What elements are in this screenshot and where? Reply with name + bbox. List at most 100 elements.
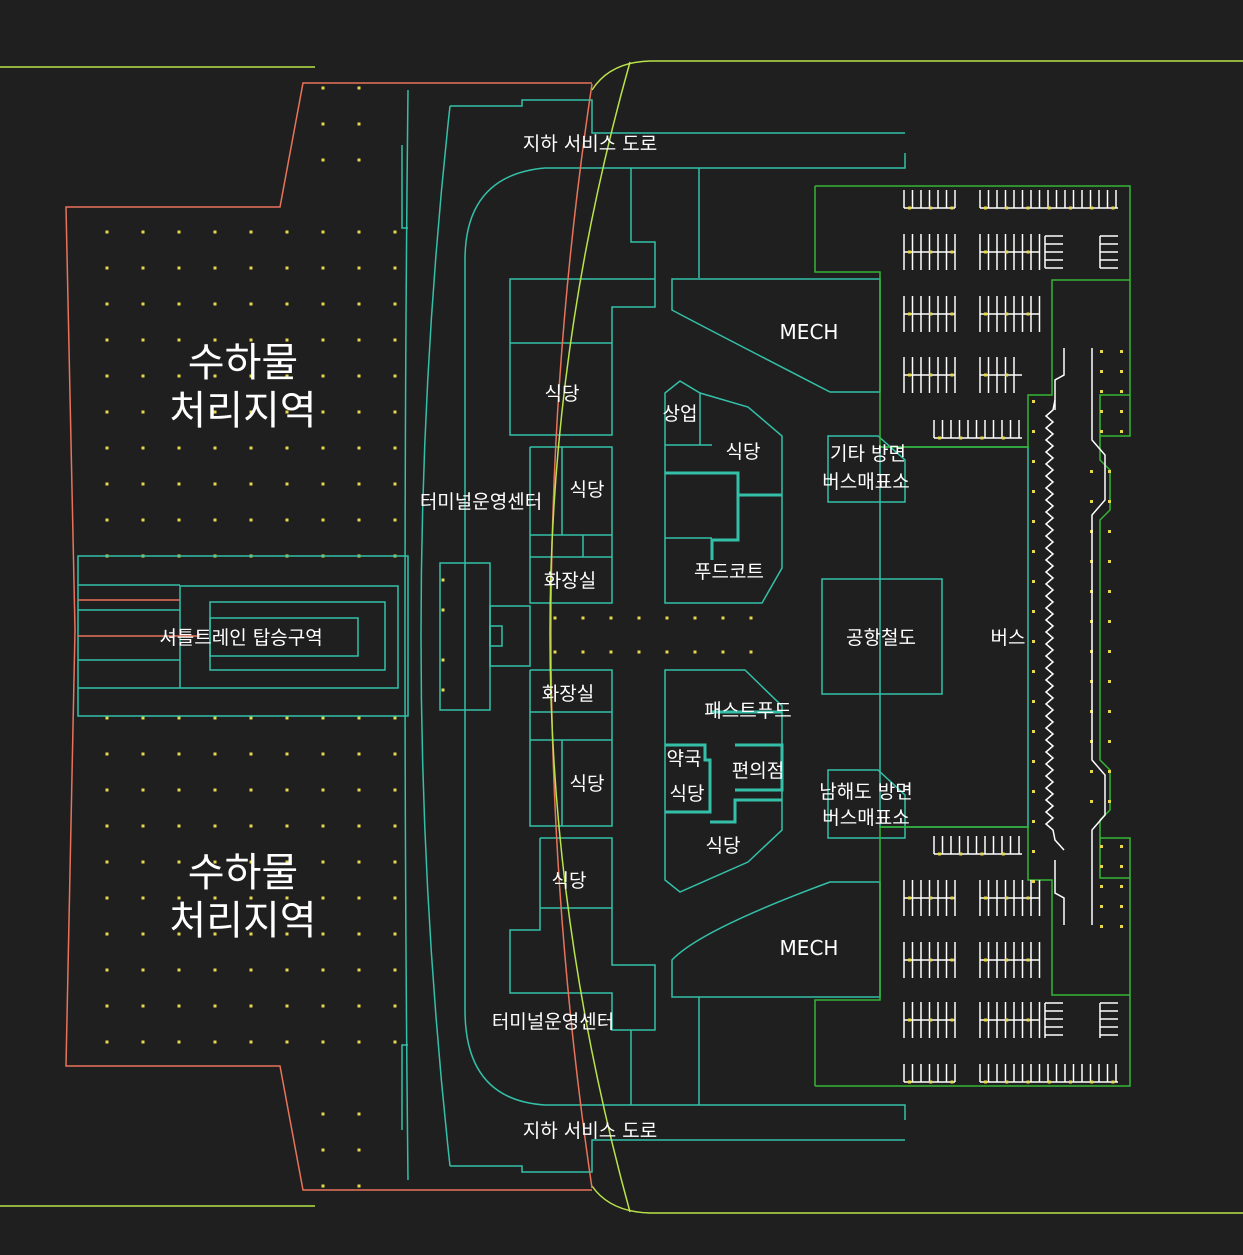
grid-dot <box>321 1184 325 1188</box>
bus-bay-marker <box>1108 590 1111 593</box>
restaurant-3-label: 식당 <box>570 773 605 795</box>
shuttle-train-platform <box>77 555 409 717</box>
bus-bay-marker <box>1032 400 1035 403</box>
grid-dot <box>105 446 109 450</box>
grid-dot <box>357 824 361 828</box>
grid-dot <box>749 616 753 620</box>
stall-marker <box>908 896 911 900</box>
stall-marker <box>1090 1080 1094 1084</box>
stall-marker <box>1005 250 1009 254</box>
bus-bay-marker <box>1100 410 1103 413</box>
grid-dot <box>357 932 361 936</box>
grid-dot <box>357 1040 361 1044</box>
pharmacy-label: 약국 <box>667 748 702 770</box>
bus-bay-marker <box>1032 610 1035 613</box>
grid-dot <box>105 788 109 792</box>
grid-dot <box>105 266 109 270</box>
stall-marker <box>908 373 911 377</box>
grid-dot <box>393 752 397 756</box>
grid-dot <box>357 1148 361 1152</box>
bus-bay-marker <box>1032 520 1035 523</box>
bus-bay-marker <box>1032 460 1035 463</box>
grid-dot <box>249 752 253 756</box>
stall-marker <box>984 896 987 900</box>
grid-dot <box>321 158 325 162</box>
grid-dot <box>285 860 289 864</box>
grid-dot <box>141 302 145 306</box>
grid-dot <box>321 446 325 450</box>
grid-dot <box>321 302 325 306</box>
grid-dot <box>141 410 145 414</box>
grid-dot <box>105 374 109 378</box>
restaurant-1-label: 식당 <box>545 383 580 405</box>
ticket-south-label-1: 남해도 방면 <box>819 781 912 803</box>
grid-dot <box>177 338 181 342</box>
bus-bay-marker <box>1120 845 1123 848</box>
stall-marker <box>950 373 954 377</box>
grid-dot <box>105 932 109 936</box>
grid-dot <box>693 650 697 654</box>
grid-dot <box>177 716 181 720</box>
grid-dot <box>213 716 217 720</box>
grid-dot <box>357 302 361 306</box>
grid-dot <box>357 1004 361 1008</box>
rail-lines <box>549 61 631 1213</box>
grid-dot <box>213 230 217 234</box>
grid-dot <box>321 1040 325 1044</box>
bus-bay-marker <box>1108 800 1111 803</box>
grid-dot <box>285 1004 289 1008</box>
grid-dot <box>141 338 145 342</box>
stall-marker <box>1005 958 1009 962</box>
grid-dot <box>249 230 253 234</box>
grid-dot <box>357 716 361 720</box>
bus-bay-marker <box>1090 470 1093 473</box>
airport-rail-label: 공항철도 <box>846 627 916 649</box>
stall-marker <box>929 1018 933 1022</box>
restroom-bottom-label: 화장실 <box>542 683 594 705</box>
grid-dot <box>213 446 217 450</box>
parking-markers <box>908 206 1123 1084</box>
stall-marker <box>1026 896 1030 900</box>
grid-dot <box>693 616 697 620</box>
stall-marker <box>1090 206 1094 210</box>
stall-marker <box>929 896 933 900</box>
bus-bay-marker <box>1032 640 1035 643</box>
bus-bay-marker <box>1032 670 1035 673</box>
grid-dot <box>321 1112 325 1116</box>
grid-dot <box>393 716 397 720</box>
grid-dot <box>357 86 361 90</box>
bus-bay-marker <box>1120 410 1123 413</box>
bus-bay-marker <box>1100 845 1103 848</box>
bus-bay-marker <box>1032 850 1035 853</box>
grid-dot <box>141 518 145 522</box>
grid-dot <box>321 896 325 900</box>
grid-dot <box>105 896 109 900</box>
lower-retail-block <box>509 669 881 1105</box>
grid-dot <box>249 374 253 378</box>
bus-bay-marker <box>1108 500 1111 503</box>
grid-dot <box>213 482 217 486</box>
grid-dot <box>357 968 361 972</box>
bus-bay-marker <box>1032 760 1035 763</box>
grid-dot <box>285 374 289 378</box>
grid-dot <box>141 968 145 972</box>
grid-dot <box>105 716 109 720</box>
grid-dot <box>285 518 289 522</box>
stall-marker <box>908 312 911 316</box>
grid-dot <box>177 932 181 936</box>
bus-bay-marker <box>1032 730 1035 733</box>
grid-dot <box>213 518 217 522</box>
ticket-other-label-1: 기타 방면 <box>830 443 906 465</box>
grid-dot <box>285 896 289 900</box>
grid-dot <box>285 968 289 972</box>
grid-dot <box>213 266 217 270</box>
restroom-top-label: 화장실 <box>544 570 596 592</box>
bus-bay-marker <box>1100 350 1103 353</box>
stall-marker <box>950 1080 954 1084</box>
grid-dot <box>249 1004 253 1008</box>
terminal-outline <box>401 89 906 1181</box>
grid-dot <box>213 896 217 900</box>
grid-dot <box>321 374 325 378</box>
grid-dot <box>357 752 361 756</box>
stall-marker <box>1005 1080 1009 1084</box>
